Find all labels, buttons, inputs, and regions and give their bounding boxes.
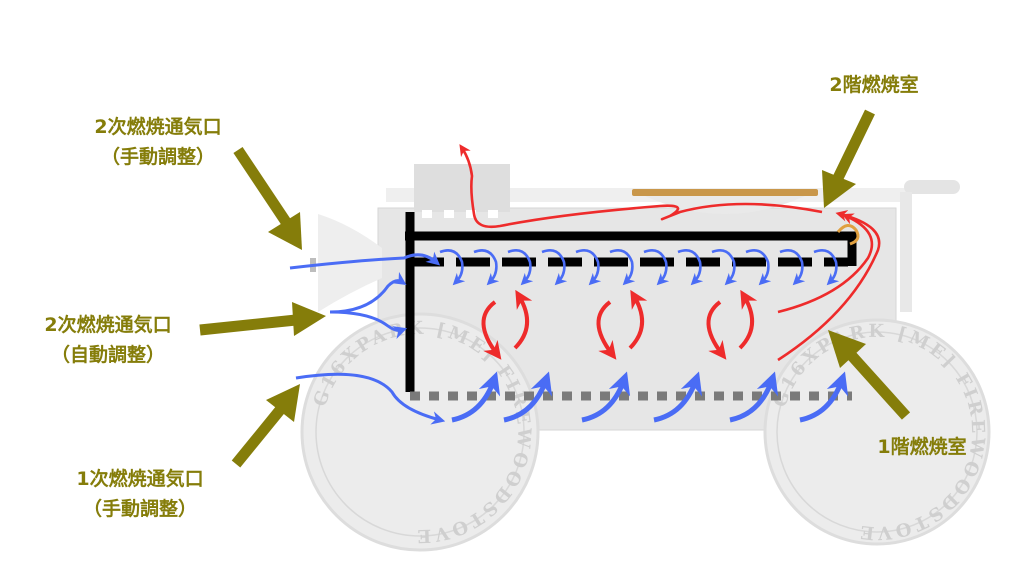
left-wheel: G16XPARK [ME] FIREWOODSTOVE <box>300 312 540 552</box>
air-sweep-arrow <box>451 371 501 423</box>
air-curl-arrow <box>507 249 534 286</box>
label-secondary-inlet-auto-note: （自動調整） <box>50 344 166 366</box>
air-curl-arrow <box>779 249 806 286</box>
swirl-arrow-down <box>481 300 502 360</box>
air-curl-arrow <box>711 249 738 286</box>
swirl-arrow-up <box>513 289 533 350</box>
secondary-air-curls <box>439 249 840 286</box>
label-first-chamber-title: 1階燃焼室 <box>877 436 967 458</box>
label-first-chamber: 1階燃焼室 <box>877 432 966 462</box>
label-secondary-inlet-manual-note: （手動調整） <box>100 146 216 168</box>
label-secondary-inlet-auto-title: 2次燃焼通気口 <box>44 314 172 336</box>
primary-air-sweeps <box>451 371 849 423</box>
chamber-walls <box>405 212 857 401</box>
air-curl-arrow <box>643 249 670 286</box>
air-curl-arrow <box>439 249 466 286</box>
air-curl-arrow <box>575 249 602 286</box>
pointer-secondary-auto <box>199 302 326 336</box>
pointer-second-chamber <box>822 109 875 208</box>
swirl-arrow-down <box>706 300 727 360</box>
pointer-primary-manual <box>231 384 300 468</box>
swirl-arrow-down <box>596 300 617 360</box>
pointer-first-chamber <box>828 330 911 420</box>
air-sweep-arrow <box>799 371 849 423</box>
combustion-swirls <box>481 289 758 360</box>
label-primary-inlet-manual-title: 1次燃焼通気口 <box>76 468 204 490</box>
air-curl-arrow <box>473 249 500 286</box>
air-sweep-arrow <box>729 371 779 423</box>
swirl-arrow-up <box>738 289 758 350</box>
label-secondary-inlet-manual-title: 2次燃焼通気口 <box>94 116 222 138</box>
air-curl-arrow <box>541 249 568 286</box>
right-wheel: G16XPARK [ME] FIREWOODSTOVE <box>763 318 991 546</box>
air-sweep-arrow <box>581 371 631 423</box>
label-primary-inlet-manual: 1次燃焼通気口 （手動調整） <box>76 464 203 524</box>
label-primary-inlet-manual-note: （手動調整） <box>82 498 198 520</box>
air-curl-arrow <box>609 249 636 286</box>
exhaust-flows <box>459 144 881 362</box>
pointer-secondary-manual <box>233 146 302 250</box>
damper-knob <box>836 224 860 246</box>
label-secondary-inlet-manual: 2次燃焼通気口 （手動調整） <box>94 112 221 172</box>
intake-air-flows <box>289 251 446 425</box>
air-curl-arrow <box>677 249 704 286</box>
label-second-chamber-title: 2階燃焼室 <box>829 74 919 96</box>
air-curl-arrow <box>745 249 772 286</box>
pointer-arrows <box>199 109 911 468</box>
swirl-arrow-up <box>628 289 648 350</box>
air-sweep-arrow <box>653 371 703 423</box>
air-sweep-arrow <box>503 371 553 423</box>
air-curl-arrow <box>813 249 840 286</box>
label-second-chamber: 2階燃焼室 <box>829 70 918 100</box>
label-secondary-inlet-auto: 2次燃焼通気口 （自動調整） <box>44 310 171 370</box>
